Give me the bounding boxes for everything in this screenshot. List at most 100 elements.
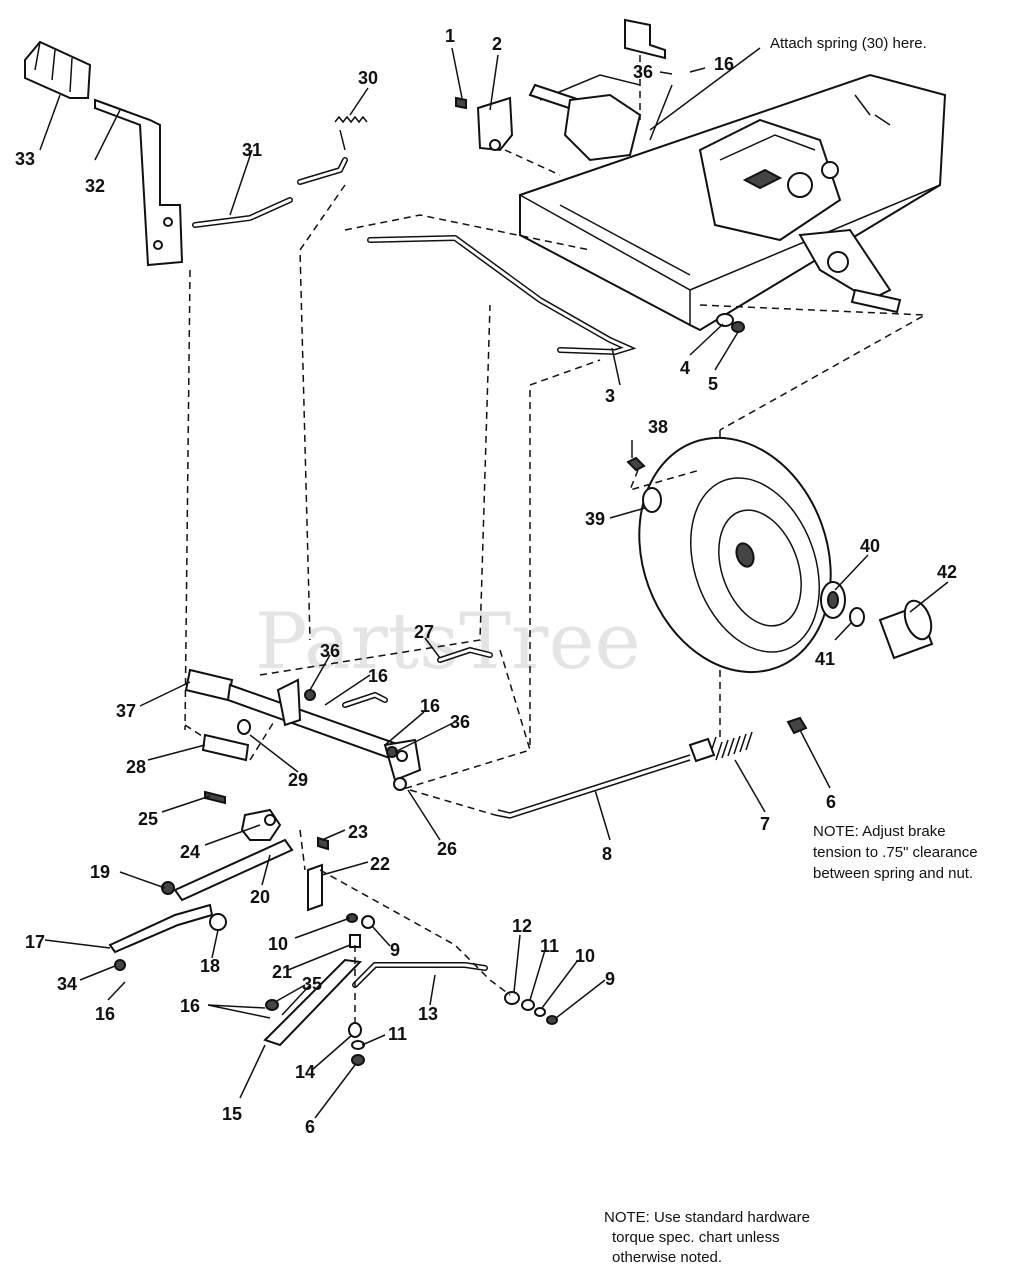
callout-7: 7 xyxy=(760,814,770,834)
callout-37: 37 xyxy=(116,701,136,721)
callout-16e: 16 xyxy=(95,1004,115,1024)
part-33-pedal-pad xyxy=(24,40,92,99)
callout-10a: 10 xyxy=(268,934,288,954)
part-18-knob xyxy=(209,913,227,931)
callout-32: 32 xyxy=(85,176,105,196)
callout-15: 15 xyxy=(222,1104,242,1124)
callout-35: 35 xyxy=(302,974,322,994)
part-12-spacer xyxy=(504,991,520,1005)
part-6-nut xyxy=(786,716,808,735)
callout-14: 14 xyxy=(295,1062,315,1082)
part-38-key xyxy=(626,456,646,472)
callout-2: 2 xyxy=(492,34,502,54)
callout-36a: 36 xyxy=(633,62,653,82)
rear-wheel xyxy=(638,436,832,674)
callout-34: 34 xyxy=(57,974,77,994)
callout-16c: 16 xyxy=(420,696,440,716)
shaft-lever xyxy=(276,678,302,727)
callout-19: 19 xyxy=(90,862,110,882)
callout-28: 28 xyxy=(126,757,146,777)
callout-38: 38 xyxy=(648,417,668,437)
callout-31: 31 xyxy=(242,140,262,160)
part-21-pin xyxy=(349,934,361,948)
note-hardware-line-1: NOTE: Use standard hardware xyxy=(604,1209,810,1226)
callout-18: 18 xyxy=(200,956,220,976)
callout-labels: 1 2 3 4 5 6 6 7 8 9 9 10 10 11 11 12 13 … xyxy=(15,26,957,1137)
callout-6b: 6 xyxy=(305,1117,315,1137)
note-brake-tension: NOTE: Adjust brake tension to .75" clear… xyxy=(813,823,978,882)
part-37-bushing xyxy=(184,668,234,702)
callout-1: 1 xyxy=(445,26,455,46)
part-5-nut xyxy=(731,321,745,333)
note-hardware-line-3: otherwise noted. xyxy=(612,1249,722,1266)
part-29-clip xyxy=(237,719,251,735)
callout-27: 27 xyxy=(414,622,434,642)
leader-lines xyxy=(39,47,949,1119)
callout-4: 4 xyxy=(680,358,690,378)
part-35-clip xyxy=(265,999,279,1011)
callout-36b: 36 xyxy=(320,641,340,661)
part-2-bracket xyxy=(476,96,514,152)
callout-26: 26 xyxy=(437,839,457,859)
callout-9a: 9 xyxy=(390,940,400,960)
callout-20: 20 xyxy=(250,887,270,907)
part-25-bolt xyxy=(204,790,226,805)
axle-left xyxy=(528,83,642,162)
callout-25: 25 xyxy=(138,809,158,829)
callout-42: 42 xyxy=(937,562,957,582)
part-8-brake-rod xyxy=(494,759,691,819)
callout-21: 21 xyxy=(272,962,292,982)
callout-10b: 10 xyxy=(575,946,595,966)
callout-9b: 9 xyxy=(605,969,615,989)
part-15-rod xyxy=(263,958,363,1047)
callout-40: 40 xyxy=(860,536,880,556)
callout-6a: 6 xyxy=(826,792,836,812)
part-28-pin xyxy=(201,733,250,762)
top-bracket xyxy=(624,18,666,120)
part-17-arm xyxy=(108,903,214,954)
callout-33: 33 xyxy=(15,149,35,169)
callout-24: 24 xyxy=(180,842,200,862)
watermark: PartsTree xyxy=(255,597,641,687)
note-brake-line-3: between spring and nut. xyxy=(813,865,973,882)
callout-39: 39 xyxy=(585,509,605,529)
note-brake-line-1: NOTE: Adjust brake xyxy=(813,823,946,840)
callout-3: 3 xyxy=(605,386,615,406)
callout-11b: 11 xyxy=(388,1024,407,1044)
part-13-rod xyxy=(352,962,488,988)
part-19-nut xyxy=(161,881,175,895)
part-32-brake-pedal xyxy=(94,98,184,267)
part-30-spring xyxy=(334,115,368,124)
transaxle xyxy=(698,118,892,302)
callout-16a: 16 xyxy=(714,54,734,74)
part-1-bolt xyxy=(455,96,467,110)
callout-16d: 16 xyxy=(180,996,200,1016)
callout-22: 22 xyxy=(370,854,390,874)
callout-5: 5 xyxy=(708,374,718,394)
part-20-link xyxy=(173,838,294,902)
note-attach-spring: Attach spring (30) here. xyxy=(770,35,927,52)
note-hardware-torque: NOTE: Use standard hardware torque spec.… xyxy=(604,1209,810,1266)
part-14-spacer xyxy=(348,1022,362,1038)
note-brake-line-2: tension to .75" clearance xyxy=(813,844,978,861)
callout-8: 8 xyxy=(602,844,612,864)
callout-29: 29 xyxy=(288,770,308,790)
part-7-spring xyxy=(709,731,753,761)
callout-11a: 11 xyxy=(540,936,559,956)
part-24-bracket xyxy=(240,808,282,841)
callout-16b: 16 xyxy=(368,666,388,686)
part-39-washer xyxy=(642,487,662,513)
part-31-rod xyxy=(192,197,293,228)
callout-13: 13 xyxy=(418,1004,438,1024)
part-23-bolt xyxy=(317,836,329,851)
part-22-bracket xyxy=(307,863,323,912)
callout-23: 23 xyxy=(348,822,368,842)
note-hardware-line-2: torque spec. chart unless xyxy=(612,1229,780,1246)
part-41-retainer xyxy=(849,607,865,627)
callout-17: 17 xyxy=(25,932,45,952)
axle-right xyxy=(850,288,902,314)
part-4-washer xyxy=(716,313,734,327)
callout-36c: 36 xyxy=(450,712,470,732)
